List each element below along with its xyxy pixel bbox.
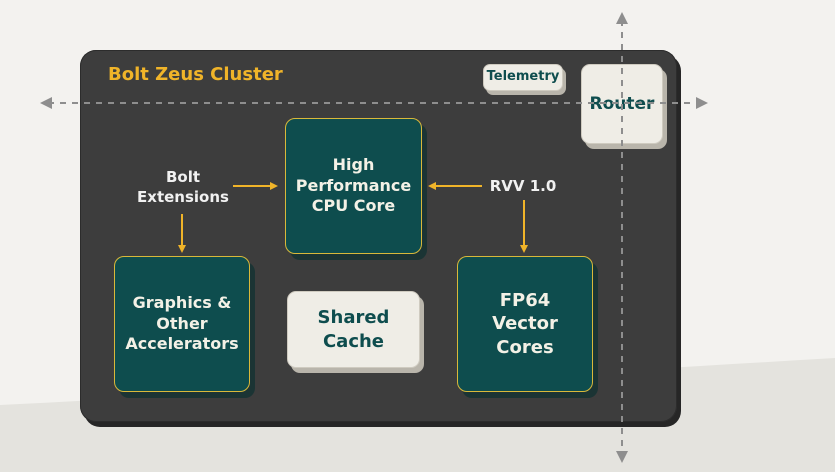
- telemetry-box: Telemetry: [483, 64, 563, 91]
- cpu-core-block: High Performance CPU Core: [285, 118, 422, 254]
- telemetry-label: Telemetry: [486, 69, 560, 85]
- bottom-bus-arrowhead: [616, 451, 628, 463]
- left-bus-arrowhead: [40, 97, 52, 109]
- bolt-extensions-label: Bolt Extensions: [137, 168, 229, 206]
- router-label: Router: [589, 93, 655, 114]
- vector-cores-block: FP64 Vector Cores: [457, 256, 593, 392]
- graphics-block: Graphics & Other Accelerators: [114, 256, 250, 392]
- cluster-title: Bolt Zeus Cluster: [108, 64, 283, 85]
- shared-cache-block: Shared Cache: [287, 291, 420, 368]
- top-bus-arrowhead: [616, 12, 628, 24]
- right-bus-arrowhead: [696, 97, 708, 109]
- rvv-label: RVV 1.0: [489, 177, 557, 195]
